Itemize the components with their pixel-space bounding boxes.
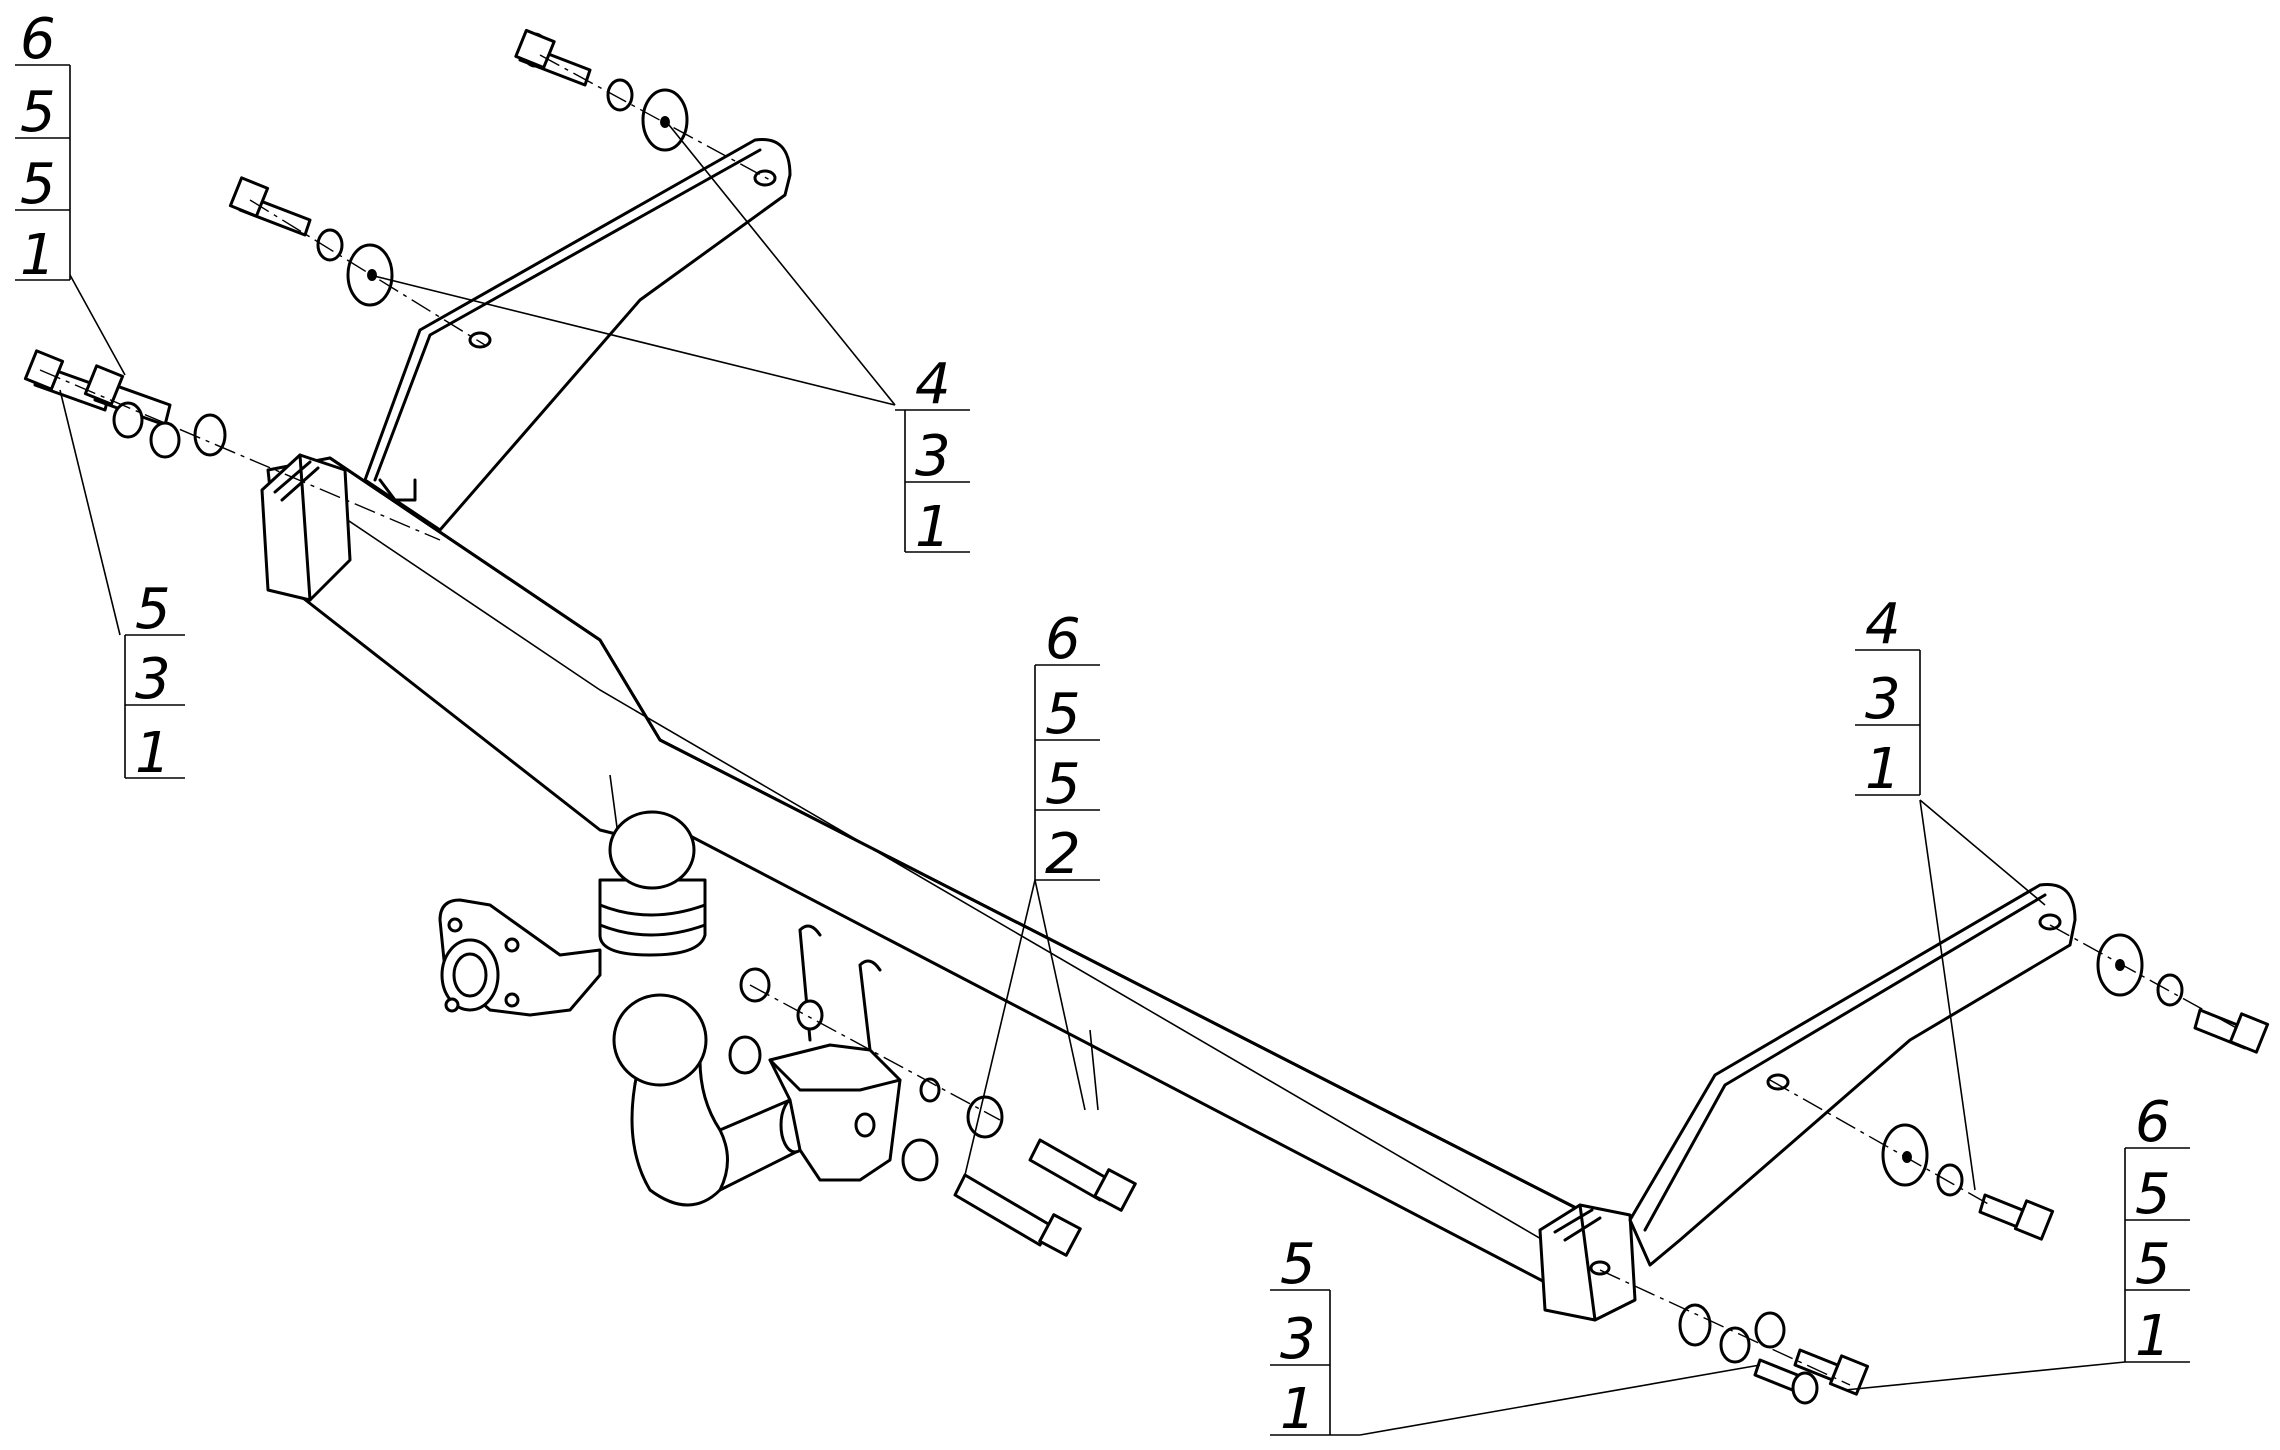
callout-bottom-right-4: 1 xyxy=(2135,1304,2171,1369)
callout-top-center-3: 1 xyxy=(915,495,951,560)
beam-end-cap-right xyxy=(1538,1203,1637,1322)
callout-center-4: 2 xyxy=(1045,822,1081,887)
callout-right-3: 1 xyxy=(1865,737,1901,802)
callout-top-left-3: 5 xyxy=(20,152,56,217)
callout-bottom-center: 5 3 1 xyxy=(1270,1232,1360,1442)
beam-end-cap-left xyxy=(260,453,352,602)
callout-top-left: 6 5 5 1 xyxy=(15,7,71,288)
callout-top-center: 4 3 1 xyxy=(895,352,970,560)
callout-bottom-right: 6 5 5 1 xyxy=(2124,1090,2190,1369)
leader-lines xyxy=(59,119,2126,1436)
callout-bottom-right-3: 5 xyxy=(2135,1232,2171,1297)
callout-center-3: 5 xyxy=(1045,752,1081,817)
tow-ball-assembly xyxy=(438,810,902,1207)
callout-bottom-center-2: 3 xyxy=(1280,1307,1316,1372)
bolt-set-top-upper xyxy=(514,28,689,152)
left-mounting-bracket xyxy=(363,137,792,532)
callout-top-center-1: 4 xyxy=(915,352,951,417)
callout-bottom-right-1: 6 xyxy=(2135,1090,2171,1155)
callout-right: 4 3 1 xyxy=(1855,592,1921,802)
bolt-set-right-lower xyxy=(1881,1123,2055,1241)
callout-top-left-1: 6 xyxy=(20,7,56,72)
bolt-set-right-upper xyxy=(2096,933,2270,1054)
callout-center-2: 5 xyxy=(1045,682,1081,747)
callout-center-1: 6 xyxy=(1045,607,1081,672)
bolt-set-right-end xyxy=(1678,1303,1870,1405)
callout-left-middle-2: 3 xyxy=(135,647,171,712)
callout-top-left-2: 5 xyxy=(20,80,56,145)
callout-right-2: 3 xyxy=(1865,667,1901,732)
callout-bottom-center-3: 1 xyxy=(1280,1377,1316,1442)
callout-top-center-2: 3 xyxy=(915,424,951,489)
right-mounting-bracket xyxy=(1628,882,2077,1267)
callout-right-1: 4 xyxy=(1865,592,1901,657)
callout-bottom-right-2: 5 xyxy=(2135,1162,2171,1227)
callout-bottom-center-1: 5 xyxy=(1280,1232,1316,1297)
callout-center: 6 5 5 2 xyxy=(1034,607,1100,887)
bolt-set-left-end xyxy=(23,349,227,459)
callout-left-middle: 5 3 1 xyxy=(124,577,185,786)
center-lines xyxy=(39,54,2241,1386)
callout-top-left-4: 1 xyxy=(20,223,56,288)
bolt-set-top-middle xyxy=(228,176,394,307)
callout-left-middle-3: 1 xyxy=(135,721,171,786)
callout-left-middle-1: 5 xyxy=(135,577,171,642)
bolt-set-center xyxy=(728,967,1137,1257)
